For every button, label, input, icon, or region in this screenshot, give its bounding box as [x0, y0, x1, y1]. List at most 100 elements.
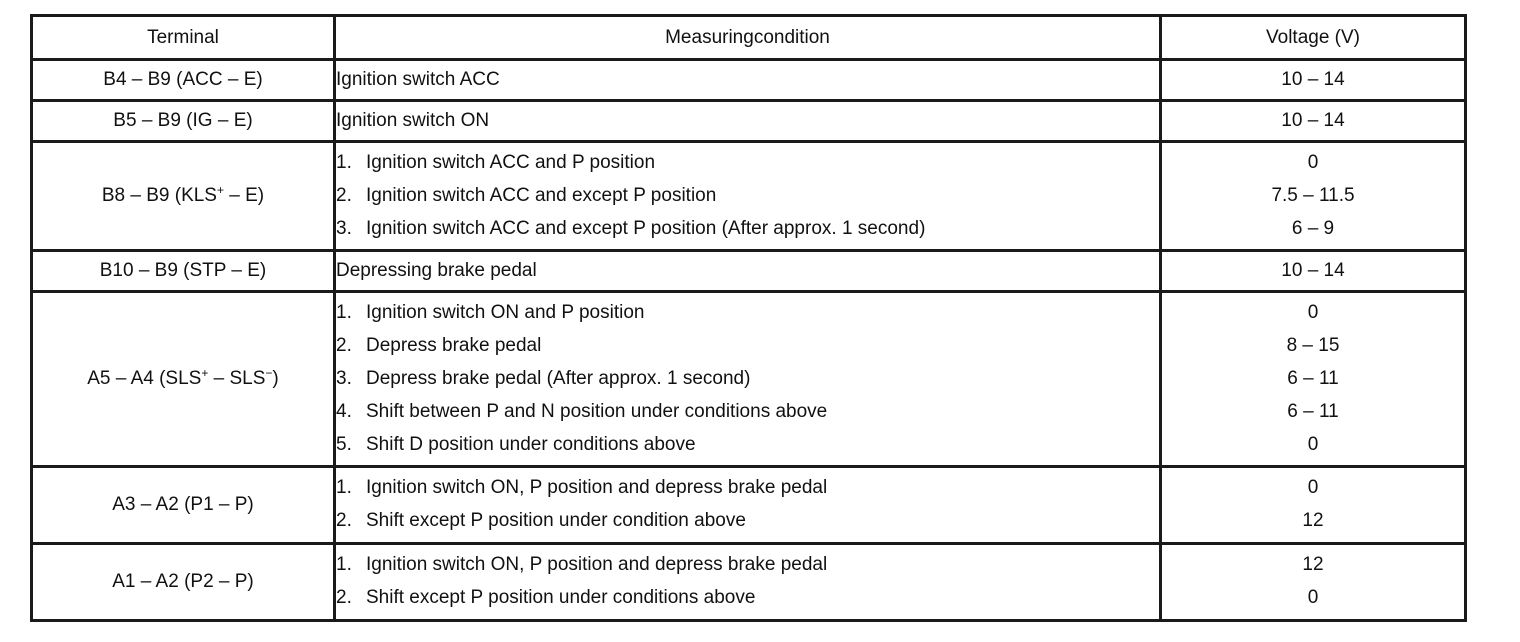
table-row: B4 – B9 (ACC – E) Ignition switch ACC 10 –… [30, 58, 1467, 102]
condition-number: 2. [336, 510, 352, 532]
terminal-cell: A1 – A2 (P2 – P) [30, 541, 336, 622]
voltage-value: 10 – 14 [1281, 259, 1345, 281]
condition-text: Ignition switch ACC and except P positio… [366, 184, 717, 206]
condition-line: 4. Shift between P and N position under c… [336, 396, 1159, 429]
condition-number: 2. [336, 184, 352, 206]
condition-line: Ignition switch ON [336, 105, 1159, 138]
voltage-value: 6 – 9 [1291, 217, 1335, 239]
condition-cell: 1. Ignition switch ON and P position 2. Dep… [333, 290, 1162, 469]
condition-line: 1. Ignition switch ON, P position and dep… [336, 472, 1159, 505]
condition-number: 1. [336, 553, 352, 575]
voltage-cell: 0 7.5 – 11.5 6 – 9 [1159, 139, 1467, 253]
condition-text: Ignition switch ON and P position [366, 302, 645, 324]
terminal-text: A5 – A4 (SLS [87, 368, 202, 390]
terminal-text: A1 – A2 (P2 – P) [112, 570, 254, 592]
header-terminal: Terminal [30, 14, 336, 61]
condition-text: Ignition switch ON, P position and depre… [366, 477, 828, 499]
voltage-cell: 10 – 14 [1159, 99, 1467, 143]
voltage-value: 8 – 15 [1286, 335, 1340, 357]
terminal-text: B10 – B9 (STP – E) [99, 260, 267, 282]
voltage-value: 0 [1307, 586, 1319, 608]
condition-line: 1. Ignition switch ON and P position [336, 297, 1159, 330]
terminal-cell: B8 – B9 (KLS+ – E) [30, 139, 336, 253]
terminal-text: B4 – B9 (ACC – E) [103, 69, 263, 90]
condition-line: 1. Ignition switch ACC and P position [336, 147, 1159, 180]
condition-text: Shift except P position under conditions… [366, 586, 756, 608]
terminal-voltage-table: Terminal Measuringcondition Voltage (V) … [30, 14, 1467, 622]
header-measuring-condition: Measuringcondition [333, 14, 1162, 61]
voltage-value: 0 [1307, 152, 1319, 173]
condition-line: 2. Shift except P position under conditio… [336, 505, 1159, 538]
terminal-polarity-mark: + [201, 366, 209, 381]
terminal-cell: A3 – A2 (P1 – P) [30, 465, 336, 545]
condition-line: 3. Ignition switch ACC and except P posit… [336, 213, 1159, 246]
voltage-cell: 0 8 – 15 6 – 11 6 – 11 0 [1159, 290, 1467, 469]
condition-number: 1. [336, 302, 352, 324]
voltage-cell: 0 12 [1159, 465, 1467, 545]
condition-line: 5.Shift D position under conditions abov… [336, 429, 1159, 462]
voltage-cell: 10 – 14 [1159, 249, 1467, 294]
condition-line: Ignition switch ACC [336, 64, 1159, 97]
table-row: A1 – A2 (P2 – P) 1. Ignition switch ON, P … [30, 541, 1467, 622]
voltage-value: 0 [1307, 433, 1319, 455]
header-row: Terminal Measuringcondition Voltage (V) [30, 14, 1467, 61]
condition-number: 4. [336, 400, 352, 422]
table-row: B10 – B9 (STP – E) Depressing brake pedal… [30, 249, 1467, 294]
condition-text: Ignition switch ACC and P position [366, 152, 656, 173]
voltage-cell: 10 – 14 [1159, 58, 1467, 102]
condition-cell: 1. Ignition switch ON, P position and dep… [333, 541, 1162, 622]
table-row: B5 – B9 (IG – E) Ignition switch ON 10 – 1… [30, 99, 1467, 143]
terminal-polarity-mark: − [265, 366, 273, 381]
terminal-cell: B4 – B9 (ACC – E) [30, 58, 336, 102]
terminal-text: ) [272, 368, 279, 390]
condition-cell: 1. Ignition switch ACC and P position 2. Ig… [333, 139, 1162, 253]
table-body: B4 – B9 (ACC – E) Ignition switch ACC 10 –… [30, 58, 1467, 622]
terminal-text: A3 – A2 (P1 – P) [112, 494, 254, 516]
terminal-cell: A5 – A4 (SLS+ – SLS−) [30, 290, 336, 469]
condition-text: Depress brake pedal [366, 335, 542, 357]
terminal-text: B8 – B9 (KLS [101, 185, 217, 207]
condition-text: Shift between P and N position under con… [366, 400, 828, 422]
condition-text: Depressing brake pedal [336, 259, 537, 281]
voltage-value: 6 – 11 [1287, 367, 1339, 389]
condition-number: 2. [336, 335, 352, 357]
condition-number: 3. [336, 367, 352, 389]
condition-cell: 1. Ignition switch ON, P position and dep… [333, 465, 1162, 545]
voltage-value: 6 – 11 [1287, 400, 1339, 422]
condition-line: 2. Ignition switch ACC and except P posit… [336, 180, 1159, 213]
table-row: A3 – A2 (P1 – P) 1. Ignition switch ON, P … [30, 465, 1467, 545]
terminal-text: B5 – B9 (IG – E) [113, 110, 253, 131]
voltage-cell: 12 0 [1159, 541, 1467, 622]
condition-text: Shift except P position under condition … [366, 510, 746, 532]
condition-line: 1. Ignition switch ON, P position and dep… [336, 549, 1159, 582]
voltage-value: 10 – 14 [1281, 68, 1345, 90]
condition-cell: Ignition switch ACC [333, 58, 1162, 102]
terminal-text: – SLS [208, 368, 266, 390]
condition-number: 2. [336, 586, 352, 608]
table-row: A5 – A4 (SLS+ – SLS−)1.Ignition switch O… [30, 290, 1467, 469]
condition-text: Depress brake pedal (After approx. 1 sec… [366, 367, 751, 389]
voltage-value: 7.5 – 11.5 [1271, 184, 1355, 206]
voltage-value: 0 [1307, 302, 1319, 324]
condition-number: 5. [336, 433, 352, 455]
voltage-value: 12 [1302, 553, 1324, 575]
table-row: B8 – B9 (KLS+ – E)1.Ignition switch ACC … [30, 139, 1467, 253]
terminal-cell: B10 – B9 (STP – E) [30, 249, 336, 294]
condition-text: Ignition switch ACC [336, 68, 500, 90]
terminal-cell: B5 – B9 (IG – E) [30, 99, 336, 143]
condition-line: 2. Depress brake pedal [336, 330, 1159, 363]
condition-number: 3. [336, 217, 352, 239]
condition-number: 1. [336, 152, 352, 173]
condition-line: 2. Shift except P position under conditio… [336, 582, 1159, 615]
condition-number: 1. [336, 477, 352, 499]
condition-text: Ignition switch ON [336, 109, 490, 131]
condition-text: Ignition switch ACC and except P positio… [366, 217, 926, 239]
terminal-text: – E) [224, 185, 265, 207]
voltage-value: 10 – 14 [1281, 109, 1345, 131]
condition-cell: Ignition switch ON [333, 99, 1162, 143]
header-voltage: Voltage (V) [1159, 14, 1467, 61]
voltage-value: 0 [1307, 477, 1319, 499]
terminal-polarity-mark: + [216, 183, 224, 198]
condition-text: Ignition switch ON, P position and depre… [366, 553, 828, 575]
voltage-value: 12 [1302, 510, 1324, 532]
